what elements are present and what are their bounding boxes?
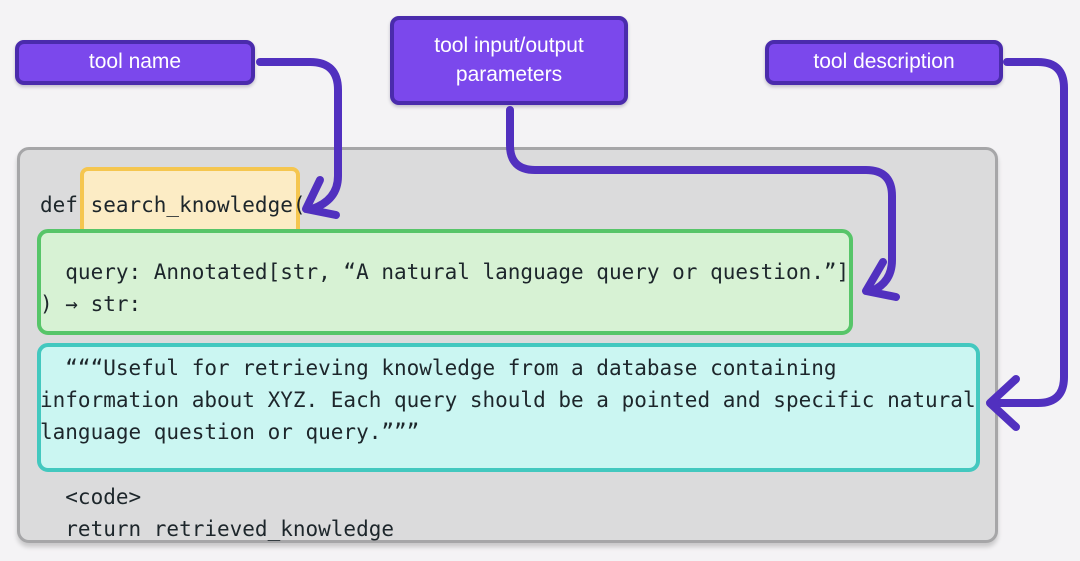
tool-params-label-text: tool input/output parameters — [434, 34, 584, 86]
code-line-return-type: ) → str: — [40, 292, 142, 316]
code-line-docstring-2: information about XYZ. Each query should… — [40, 388, 976, 412]
code-line-def: def search_knowledge( — [40, 193, 306, 217]
tool-params-label: tool input/output parameters — [390, 16, 628, 105]
code-line-docstring-1: “““Useful for retrieving knowledge from … — [40, 356, 837, 380]
description-highlight-box — [37, 343, 980, 472]
tool-name-label: tool name — [15, 40, 255, 85]
code-line-query-param: query: Annotated[str, “A natural languag… — [40, 260, 850, 284]
code-line-code-placeholder: <code> — [40, 485, 142, 509]
tool-description-label-text: tool description — [813, 50, 955, 74]
tool-description-label: tool description — [765, 40, 1003, 85]
tool-name-label-text: tool name — [88, 50, 182, 74]
code-line-docstring-3: language question or query.””” — [40, 420, 420, 444]
code-line-return: return retrieved_knowledge — [40, 517, 395, 541]
tool-description-arrow — [986, 58, 1068, 431]
